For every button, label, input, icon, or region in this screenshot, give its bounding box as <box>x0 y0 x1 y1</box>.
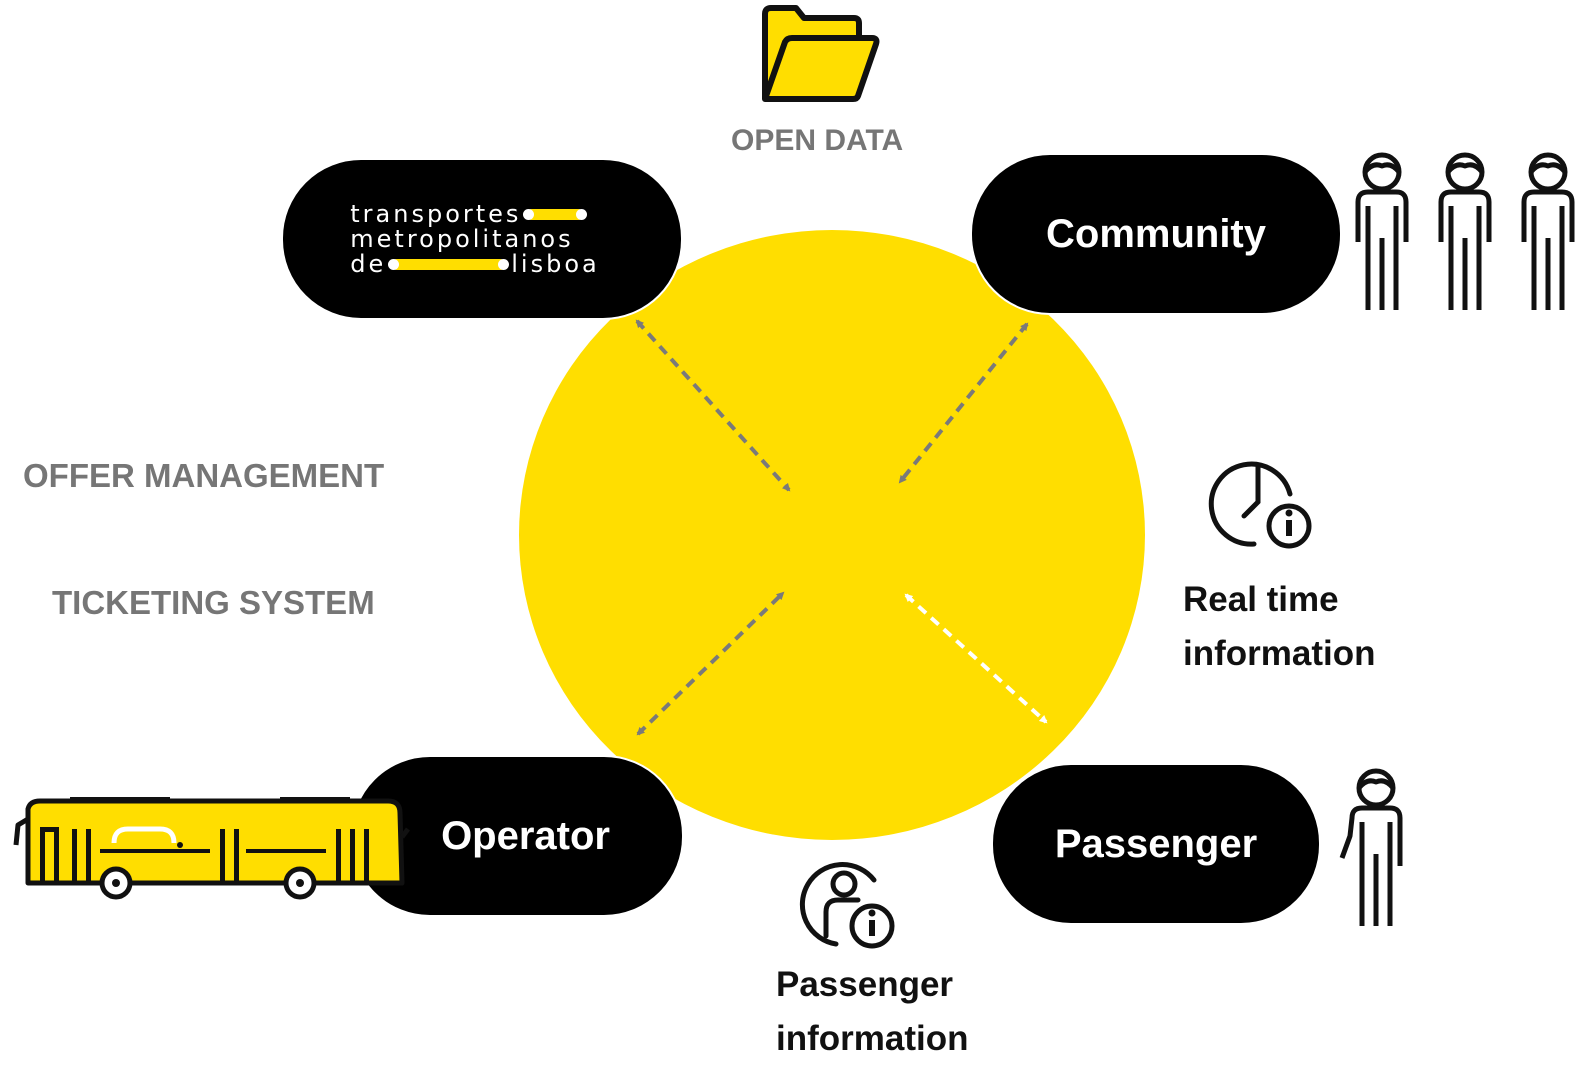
tml-logo-row-1: transportes <box>350 199 599 228</box>
operator-pill[interactable]: Operator <box>350 755 684 917</box>
ticketing-system-label: TICKETING SYSTEM <box>52 584 375 621</box>
tml-logo-row-2: metropolitanos <box>350 224 599 253</box>
central-hub-circle <box>519 230 1145 840</box>
real-time-info-line1: Real time <box>1183 580 1339 619</box>
community-label: Community <box>1046 211 1266 256</box>
tml-logo-line3-right: lisboa <box>511 249 600 278</box>
person-icon <box>1521 152 1575 310</box>
real-time-info-label: Real time information <box>1183 573 1375 681</box>
person-icon <box>1355 152 1409 310</box>
folder-icon <box>762 5 880 102</box>
passenger-info-label: Passenger information <box>776 958 968 1066</box>
person-icon <box>1339 768 1403 926</box>
connector-tml-hub <box>635 319 791 492</box>
clock-info-icon <box>1208 461 1312 549</box>
tml-logo: transportes metropolitanos de lisboa <box>350 199 600 278</box>
tml-logo-bar <box>388 258 510 270</box>
community-pill[interactable]: Community <box>970 153 1342 315</box>
connector-operator-hub <box>636 591 785 736</box>
bus-icon <box>13 797 410 900</box>
connector-passenger-hub <box>904 593 1048 724</box>
tml-logo-line2: metropolitanos <box>350 224 574 253</box>
tml-logo-row-3: de lisboa <box>350 249 600 278</box>
passenger-info-line1: Passenger <box>776 965 954 1004</box>
tml-logo-line3-left: de <box>350 249 387 278</box>
open-data-label: OPEN DATA <box>731 124 904 157</box>
connector-community-hub <box>898 322 1029 484</box>
passenger-info-line2: information <box>776 1019 969 1058</box>
person-icon <box>1438 152 1492 310</box>
person-info-icon <box>799 862 895 949</box>
offer-management-label: OFFER MANAGEMENT <box>23 457 385 494</box>
passenger-label: Passenger <box>1054 821 1258 866</box>
people-group-icon <box>1355 152 1575 310</box>
real-time-info-line2: information <box>1183 634 1376 673</box>
tml-logo-bar <box>523 208 588 220</box>
tml-logo-line1: transportes <box>350 199 522 228</box>
operator-label: Operator <box>441 813 610 858</box>
passenger-pill[interactable]: Passenger <box>991 763 1321 925</box>
tml-logo-pill[interactable]: transportes metropolitanos de lisboa <box>281 158 683 320</box>
